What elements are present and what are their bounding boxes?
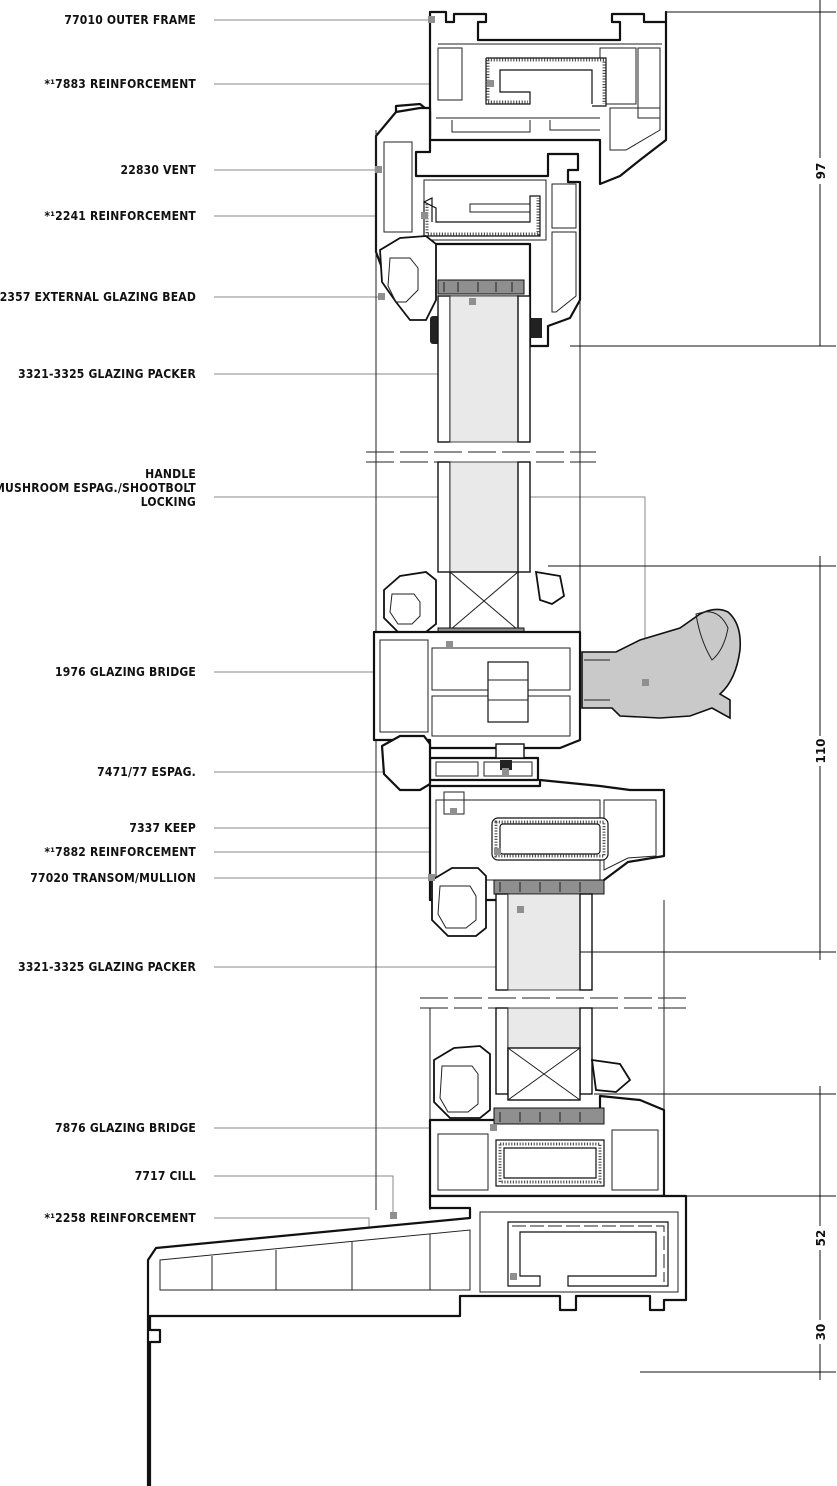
label-handle-locking: LOCKING — [141, 495, 196, 509]
label-external-glazing-bead: 2357 EXTERNAL GLAZING BEAD — [0, 290, 196, 304]
reinforcement-7882 — [491, 817, 609, 861]
cill-profile — [146, 1194, 688, 1486]
label-keep: 7337 KEEP — [129, 821, 196, 835]
label-transom-mullion: 77020 TRANSOM/MULLION — [30, 871, 196, 885]
dimension-lines — [548, 0, 836, 1380]
label-glazing-bridge-7876: 7876 GLAZING BRIDGE — [55, 1121, 196, 1135]
dimension-top: 97 — [814, 163, 828, 180]
handle — [581, 608, 742, 720]
reinforcement-7883 — [485, 57, 607, 107]
glazing-unit-bottom — [495, 1007, 593, 1101]
dimension-middle: 110 — [814, 738, 828, 763]
callout-markers — [375, 16, 649, 1280]
dimension-bottom: 30 — [814, 1324, 828, 1341]
reinforcement-bottom-vent — [495, 1139, 605, 1187]
label-reinforcement-2241: *¹2241 REINFORCEMENT — [44, 209, 196, 223]
label-espag: 7471/77 ESPAG. — [97, 765, 196, 779]
dimension-values: 97 110 52 30 — [814, 163, 828, 1341]
glazing-unit-top — [437, 295, 531, 443]
label-reinforcement-7882: *¹7882 REINFORCEMENT — [44, 845, 196, 859]
label-reinforcement-7883: *¹7883 REINFORCEMENT — [44, 77, 196, 91]
glazing-unit-mid — [437, 461, 531, 573]
label-cill: 7717 CILL — [135, 1169, 196, 1183]
espag-7471-77 — [428, 743, 540, 782]
leader-handle — [214, 496, 646, 682]
vent-bottom-profile — [372, 570, 582, 750]
label-handle: HANDLE — [145, 467, 196, 481]
glazing-unit-lower — [495, 893, 593, 991]
outer-frame-profile — [428, 10, 668, 186]
component-labels: 77010 OUTER FRAME *¹7883 REINFORCEMENT 2… — [0, 13, 196, 1225]
label-handle-espag: MUSHROOM ESPAG./SHOOTBOLT — [0, 481, 196, 495]
dimension-lower: 52 — [814, 1230, 828, 1247]
label-vent: 22830 VENT — [121, 163, 197, 177]
leader-keep — [214, 812, 454, 829]
break-line-upper — [366, 451, 596, 463]
external-glazing-bead-top — [379, 235, 440, 344]
label-outer-frame: 77010 OUTER FRAME — [64, 13, 196, 27]
label-reinforcement-2258: *¹2258 REINFORCEMENT — [44, 1211, 196, 1225]
label-glazing-packer-top: 3321-3325 GLAZING PACKER — [18, 367, 196, 381]
leader-cill — [214, 1175, 394, 1215]
label-glazing-packer-bottom: 3321-3325 GLAZING PACKER — [18, 960, 196, 974]
label-glazing-bridge-1976: 1976 GLAZING BRIDGE — [55, 665, 196, 679]
